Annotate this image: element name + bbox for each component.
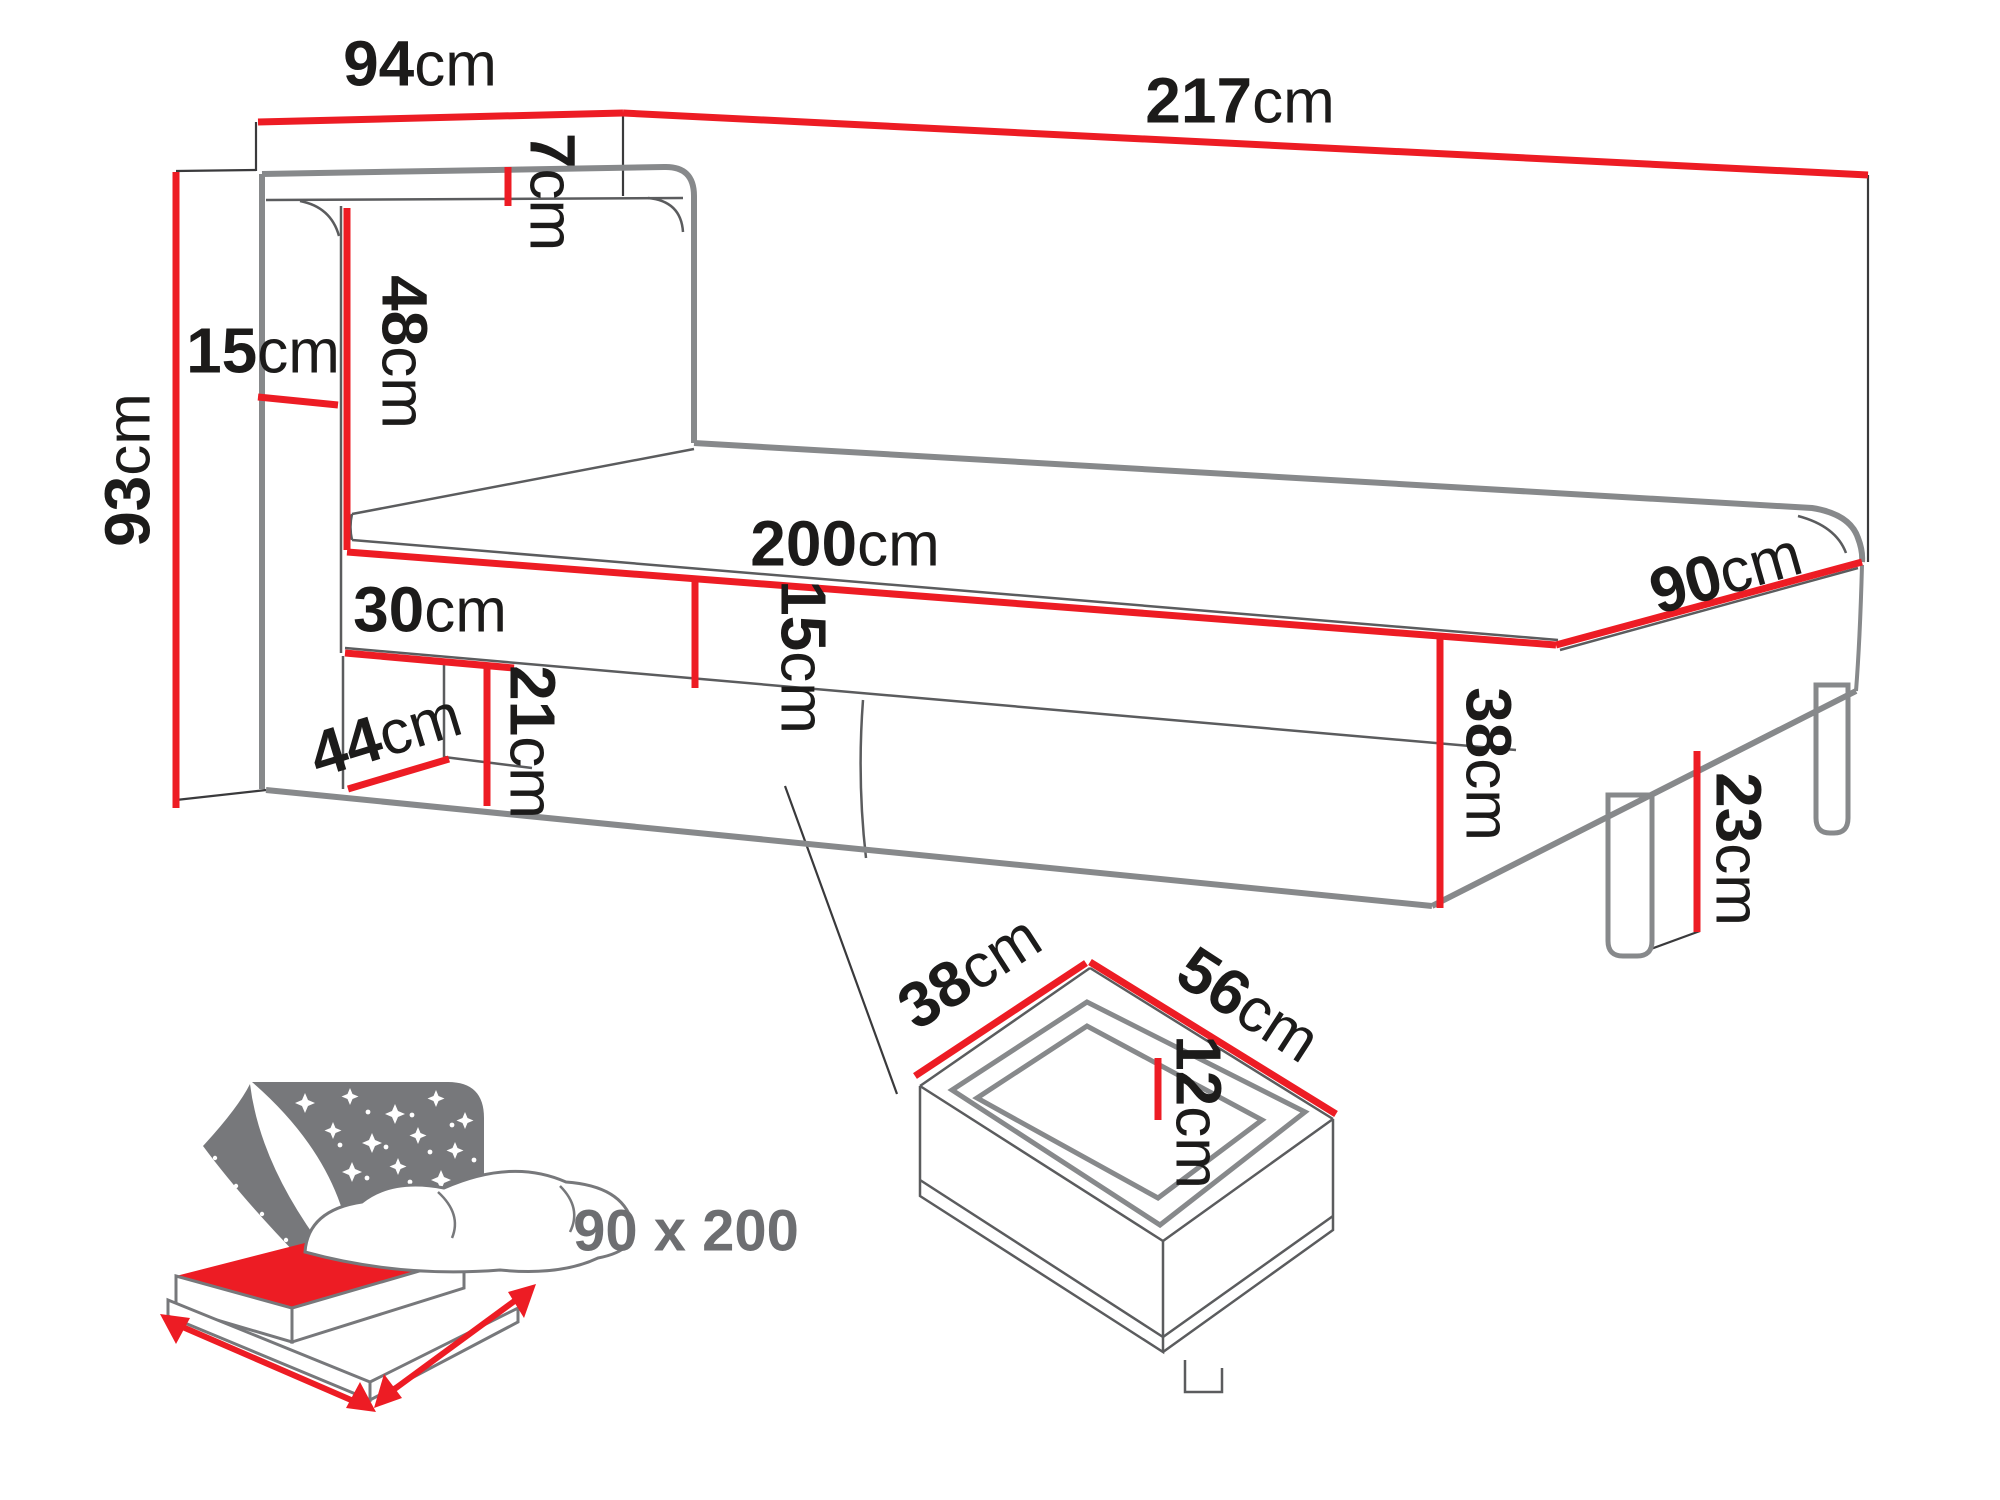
frame-bottom-right-edge bbox=[1430, 688, 1858, 909]
dimension-labels: 94cm 217cm 7cm 48cm 15cm 93cm 200cm 15cm… bbox=[92, 28, 1810, 1189]
label-38cm-frame: 38cm bbox=[1452, 687, 1524, 841]
icon-moon-swoosh bbox=[203, 1084, 326, 1256]
dim-line-44 bbox=[347, 755, 450, 793]
label-38cm-drawer: 38cm bbox=[885, 899, 1053, 1043]
headboard-top-and-right-edge bbox=[261, 163, 697, 443]
front-right-leg bbox=[1605, 792, 1655, 959]
icon-arrows bbox=[160, 1284, 536, 1412]
wall-top-edge bbox=[175, 168, 257, 173]
headboard-inner-corner-arc bbox=[647, 196, 685, 233]
drawer-inner-rim bbox=[947, 999, 1310, 1229]
mattress-foot-bottom-edge bbox=[1559, 566, 1859, 652]
bed-size-icon: 90 x 200 bbox=[0, 1082, 799, 1412]
drawer-detail bbox=[913, 959, 1338, 1394]
label-12cm: 12cm bbox=[1162, 1035, 1234, 1189]
frame-right-corner-edge bbox=[1854, 564, 1864, 692]
headboard-inner-top-line bbox=[265, 196, 684, 202]
label-200cm: 200cm bbox=[750, 508, 939, 580]
drawer-pointer-line bbox=[783, 785, 899, 1095]
frame-bottom-front-edge bbox=[265, 787, 1433, 909]
mattress-back-left-edge bbox=[351, 447, 695, 516]
dim-line-15-left bbox=[257, 393, 339, 409]
label-48cm: 48cm bbox=[368, 275, 440, 429]
mattress-back-edge bbox=[693, 440, 1866, 563]
drawer-front-foot bbox=[1183, 1360, 1224, 1394]
label-44cm: 44cm bbox=[301, 677, 469, 791]
dim-line-217 bbox=[622, 109, 1869, 179]
drawer-rim-front-right bbox=[1162, 1117, 1334, 1243]
drawer-rim-front-left bbox=[919, 1084, 1164, 1243]
bed-structure-thick bbox=[259, 163, 1866, 909]
dimension-lines bbox=[172, 109, 1869, 932]
drawer-floor bbox=[972, 1023, 1267, 1201]
drawer-rim-back-left bbox=[919, 966, 1091, 1088]
mattress-front-top-edge bbox=[351, 538, 1559, 642]
icon-size-label: 90 x 200 bbox=[573, 1198, 799, 1263]
drawer-left-lip bbox=[919, 1178, 1164, 1339]
drawer-rim-back-right bbox=[1089, 966, 1334, 1121]
bed-legs bbox=[1605, 682, 1851, 959]
drawer-front-top-edge bbox=[344, 646, 1517, 752]
drawer-divider-line bbox=[859, 699, 868, 859]
label-21cm: 21cm bbox=[496, 665, 568, 819]
rear-right-leg bbox=[1813, 682, 1851, 836]
label-94cm: 94cm bbox=[343, 28, 497, 100]
bed-structure-thin bbox=[265, 196, 1859, 859]
label-217cm: 217cm bbox=[1145, 65, 1334, 137]
label-15cm-rail: 15cm bbox=[767, 580, 839, 734]
dim-line-90 bbox=[1555, 558, 1863, 649]
dim-line-94 bbox=[257, 109, 624, 126]
drawer-right-lip bbox=[1162, 1214, 1334, 1339]
icon-mattress-side-right bbox=[290, 1256, 466, 1345]
label-23cm: 23cm bbox=[1702, 772, 1774, 926]
label-30cm: 30cm bbox=[353, 574, 507, 646]
icon-duvet bbox=[303, 1169, 635, 1274]
icon-duvet-fold-2 bbox=[559, 1185, 576, 1233]
mattress-left-corner bbox=[349, 513, 354, 541]
mattress-corner-inner-arc bbox=[1797, 514, 1848, 554]
dim-line-200 bbox=[346, 548, 1557, 649]
wall-floor-edge bbox=[175, 788, 267, 802]
label-7cm: 7cm bbox=[516, 133, 588, 251]
dim-line-30 bbox=[344, 649, 515, 672]
label-90cm: 90cm bbox=[1642, 516, 1810, 628]
label-93cm: 93cm bbox=[92, 393, 164, 547]
label-15cm-shelf: 15cm bbox=[186, 315, 340, 387]
headboard-cushion-corner-arc bbox=[299, 199, 341, 237]
dim-line-56 bbox=[1088, 959, 1338, 1117]
icon-duvet-fold-1 bbox=[437, 1191, 457, 1239]
dim-line-38-drawer bbox=[913, 960, 1088, 1079]
drawer-right-face bbox=[1162, 1119, 1335, 1354]
drawer-left-face bbox=[918, 1086, 1165, 1355]
